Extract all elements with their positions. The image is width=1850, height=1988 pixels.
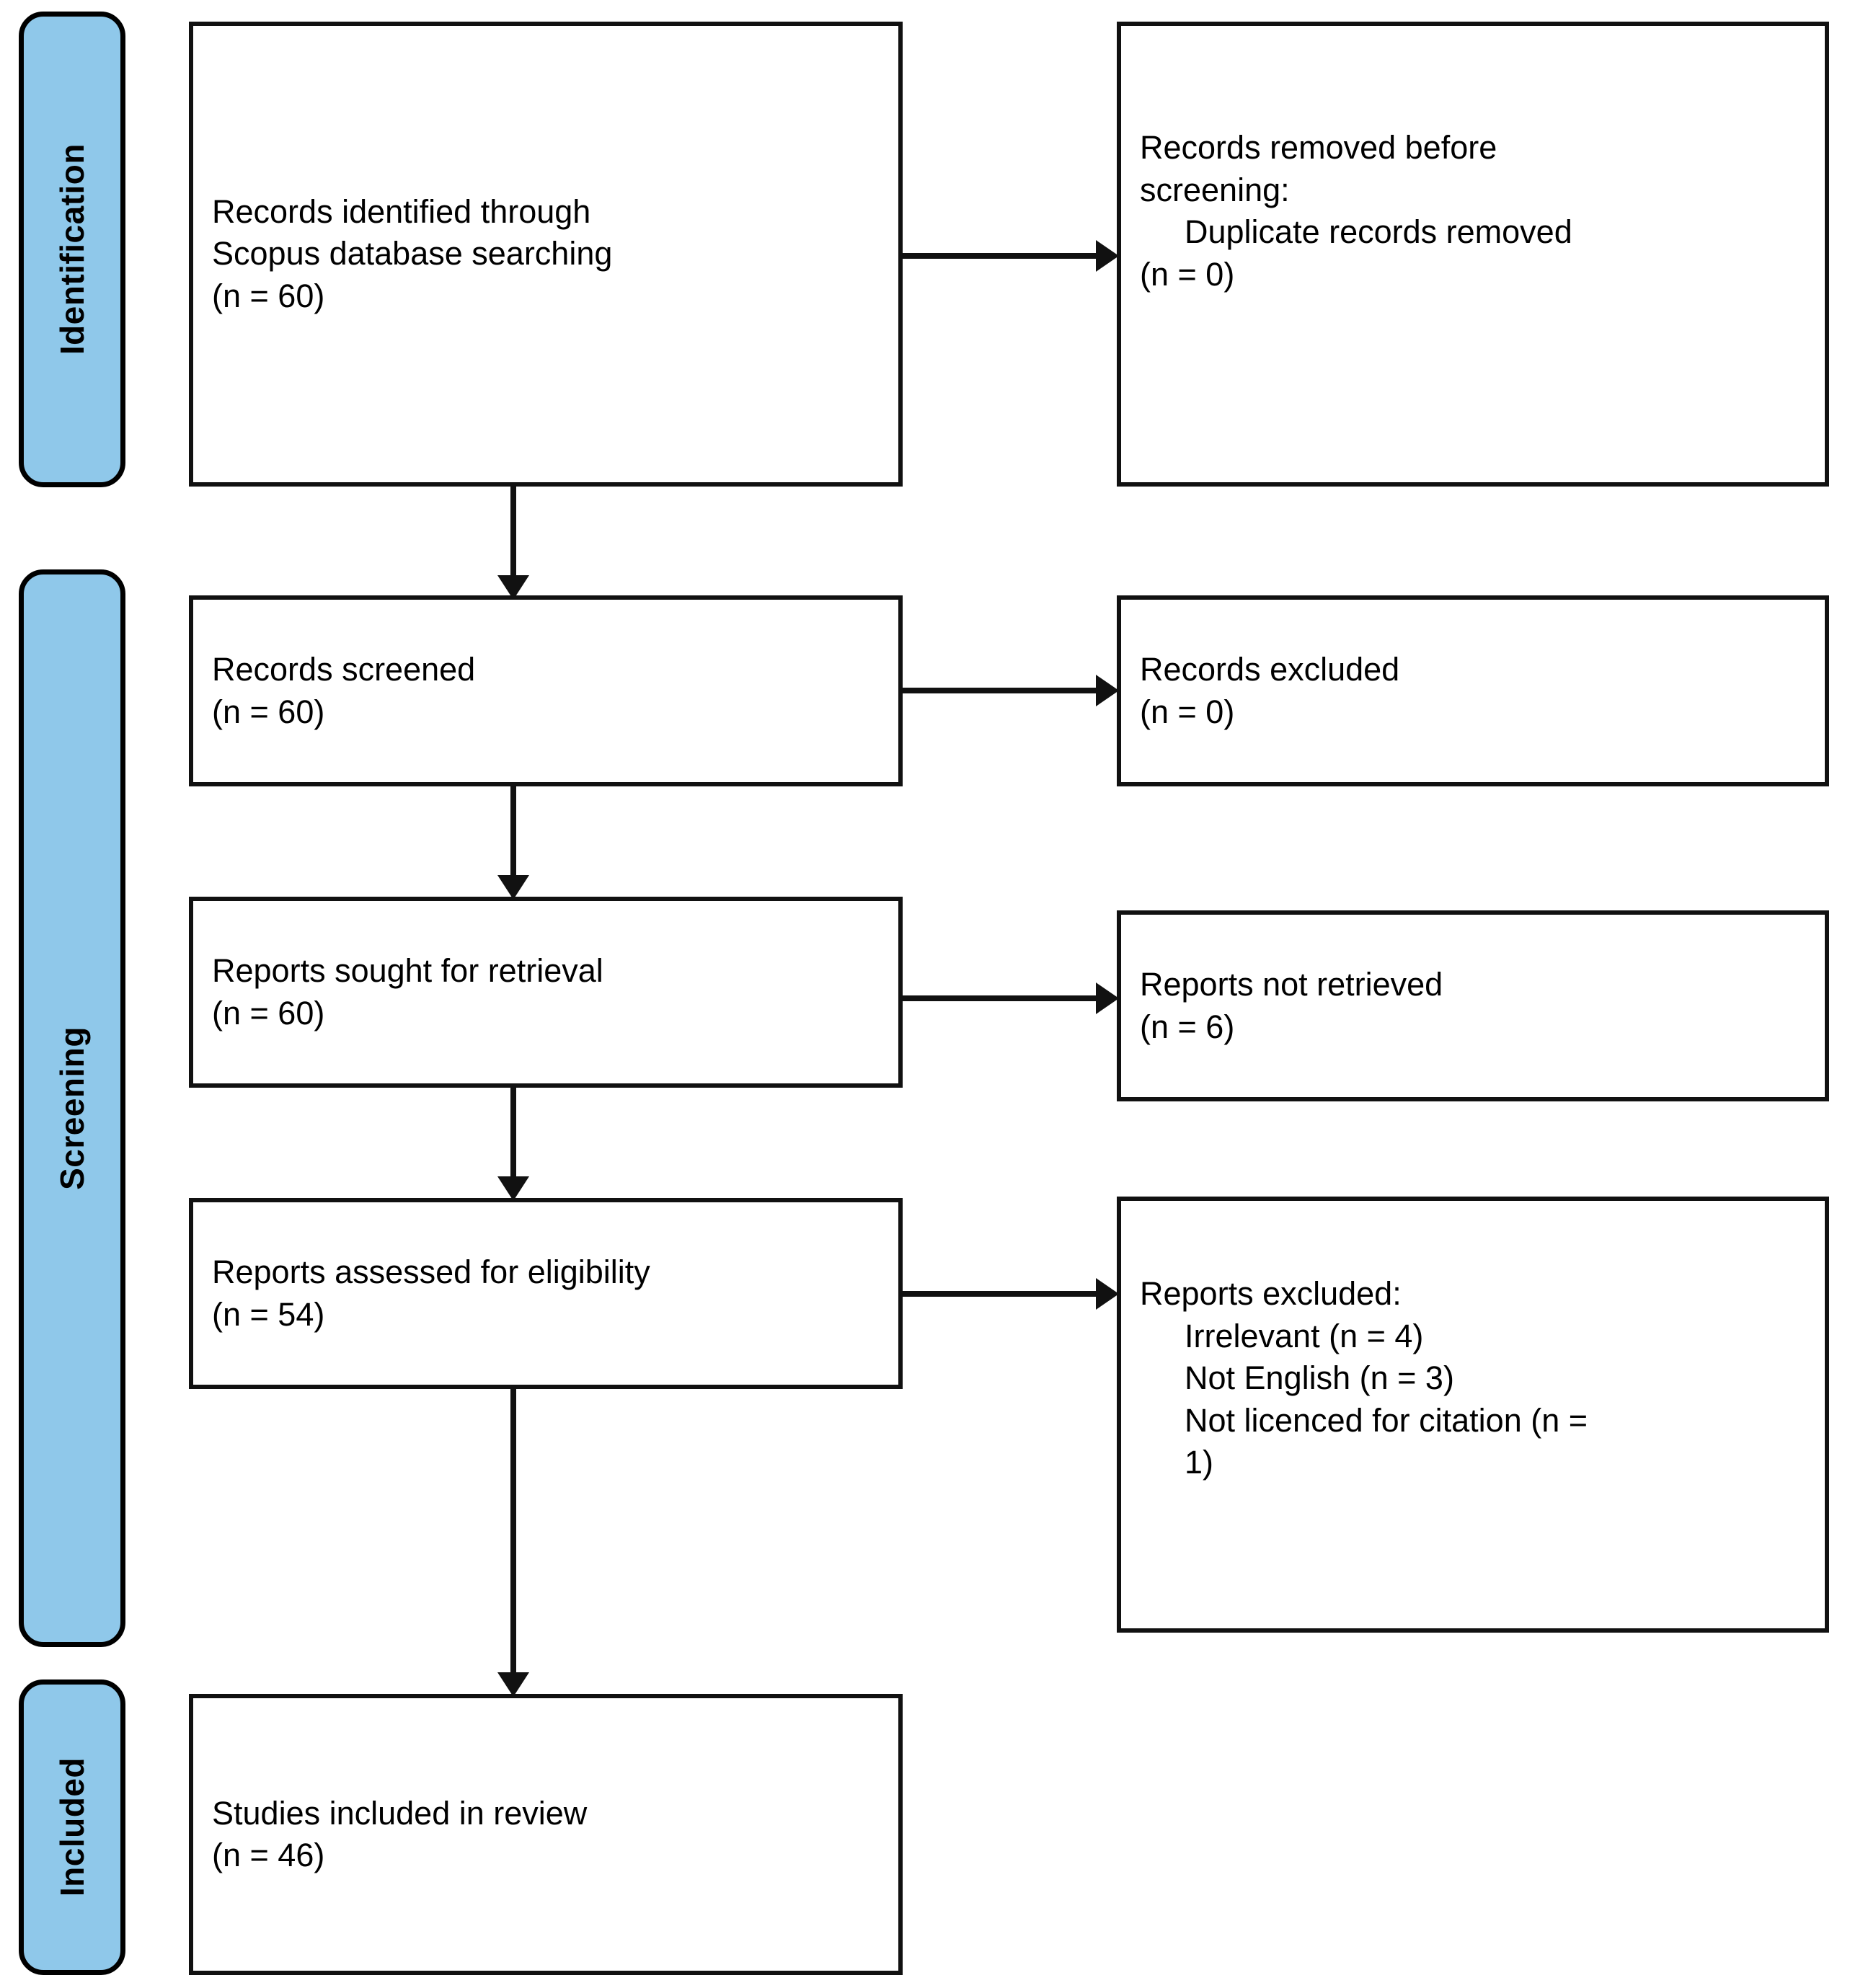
line-included-2: (n = 46) [212, 1837, 325, 1873]
removed-head-italic: before [1404, 129, 1497, 166]
box-reports-sought-text: Reports sought for retrieval (n = 60) [193, 950, 898, 1034]
box-reports-not-retrieved: Reports not retrieved (n = 6) [1117, 910, 1829, 1101]
line-records-excluded-2: (n = 0) [1140, 693, 1235, 730]
arrow-sought-to-assessed [492, 1086, 535, 1201]
box-studies-included: Studies included in review (n = 46) [189, 1694, 903, 1975]
box-records-screened: Records screened (n = 60) [189, 595, 903, 786]
box-reports-excluded-text: Reports excluded: Irrelevant (n = 4) Not… [1121, 1201, 1825, 1484]
phase-label-identification: Identification [53, 143, 91, 355]
line-not-retrieved-2: (n = 6) [1140, 1008, 1235, 1045]
line-sought-2: (n = 60) [212, 994, 325, 1031]
line-removed-duplicates: Duplicate records removed [1185, 213, 1572, 250]
removed-italic-screening: screening [1140, 171, 1281, 208]
arrow-identified-to-removed [903, 234, 1119, 278]
line-reports-excluded-reason-2: Not English (n = 3) [1185, 1359, 1454, 1396]
line-identified-2: Scopus database searching [212, 235, 613, 272]
box-records-removed-before-screening: Records removed before screening: Duplic… [1117, 22, 1829, 487]
line-screened-2: (n = 60) [212, 693, 325, 730]
box-records-excluded-text: Records excluded (n = 0) [1121, 649, 1825, 733]
box-reports-assessed-text: Reports assessed for eligibility (n = 54… [193, 1251, 898, 1336]
arrow-screened-to-sought [492, 784, 535, 900]
removed-colon: : [1280, 171, 1290, 208]
phase-label-screening: Screening [53, 1026, 91, 1190]
line-included-1: Studies included in review [212, 1794, 588, 1832]
box-records-excluded: Records excluded (n = 0) [1117, 595, 1829, 786]
box-records-removed-text: Records removed before screening: Duplic… [1121, 26, 1825, 296]
box-studies-included-text: Studies included in review (n = 46) [193, 1793, 898, 1877]
phase-bar-included: Included [19, 1679, 125, 1975]
phase-bar-identification: Identification [19, 12, 125, 487]
line-removed-head: Records removed before [1140, 127, 1806, 169]
arrow-assessed-to-included [492, 1387, 535, 1697]
removed-head-plain: Records removed [1140, 129, 1405, 166]
line-reports-excluded-reason-3: Not licenced for citation (n = [1185, 1401, 1588, 1439]
arrow-identified-to-screened [492, 484, 535, 600]
line-assessed-1: Reports assessed for eligibility [212, 1253, 650, 1290]
box-reports-excluded: Reports excluded: Irrelevant (n = 4) Not… [1117, 1197, 1829, 1633]
phase-bar-screening: Screening [19, 569, 125, 1647]
line-sought-1: Reports sought for retrieval [212, 952, 603, 989]
box-records-screened-text: Records screened (n = 60) [193, 649, 898, 733]
line-removed-screening: screening: [1140, 169, 1806, 212]
arrow-sought-to-not-retrieved [903, 977, 1119, 1020]
line-reports-excluded-reason-1: Irrelevant (n = 4) [1185, 1317, 1424, 1354]
arrow-assessed-to-reports-excluded [903, 1272, 1119, 1315]
line-identified-3: (n = 60) [212, 277, 325, 314]
line-reports-excluded-reason-4: 1) [1185, 1444, 1214, 1481]
line-not-retrieved-1: Reports not retrieved [1140, 966, 1443, 1003]
line-removed-n: (n = 0) [1140, 255, 1235, 293]
box-reports-not-retrieved-text: Reports not retrieved (n = 6) [1121, 964, 1825, 1048]
box-records-identified-text: Records identified through Scopus databa… [193, 191, 898, 318]
line-identified-1: Records identified through [212, 192, 591, 230]
box-reports-sought: Reports sought for retrieval (n = 60) [189, 897, 903, 1088]
line-assessed-2: (n = 54) [212, 1295, 325, 1333]
box-records-identified: Records identified through Scopus databa… [189, 22, 903, 487]
phase-label-included: Included [53, 1757, 91, 1897]
line-reports-excluded-heading: Reports excluded: [1140, 1275, 1402, 1312]
arrow-screened-to-excluded [903, 669, 1119, 712]
line-screened-1: Records screened [212, 651, 476, 688]
line-records-excluded-1: Records excluded [1140, 651, 1400, 688]
box-reports-assessed: Reports assessed for eligibility (n = 54… [189, 1198, 903, 1389]
